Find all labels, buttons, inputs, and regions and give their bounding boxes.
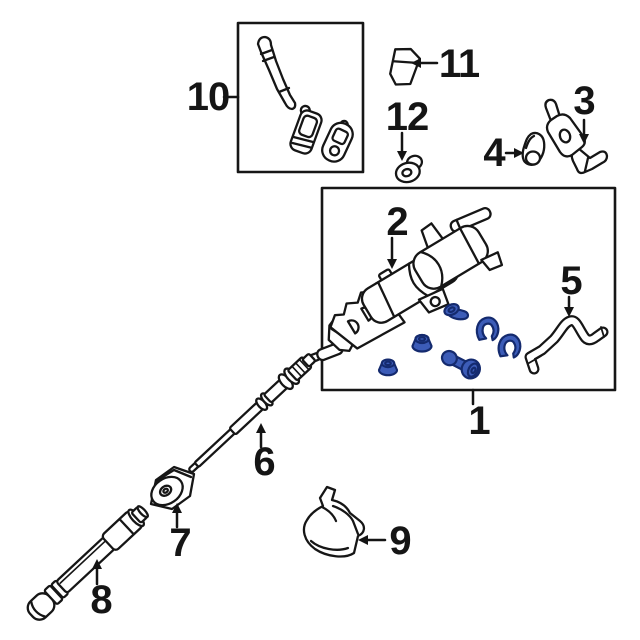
callout-3-arrow bbox=[579, 118, 589, 144]
part-7-coupling-drawing bbox=[149, 465, 196, 511]
fastener-clip-2 bbox=[497, 333, 522, 359]
callout-12-label: 12 bbox=[385, 95, 429, 139]
highlighted-fasteners bbox=[377, 303, 522, 380]
callout-4-arrow bbox=[504, 148, 524, 158]
part-8-shaft-drawing bbox=[26, 505, 149, 621]
fastener-spool-bolt bbox=[440, 349, 482, 380]
callout-8-arrow bbox=[92, 559, 102, 586]
callout-4-label: 4 bbox=[483, 131, 505, 175]
key-fob-drawing bbox=[289, 104, 323, 155]
fastener-nut-2 bbox=[377, 358, 399, 377]
callout-5-arrow bbox=[564, 295, 574, 317]
callout-7-label: 7 bbox=[169, 521, 191, 565]
callout-3-label: 3 bbox=[573, 79, 595, 123]
part-9-bracket-drawing bbox=[302, 485, 366, 558]
callout-2-label: 2 bbox=[386, 200, 408, 244]
fastener-nut-1 bbox=[411, 333, 433, 353]
callout-6-label: 6 bbox=[253, 440, 275, 484]
group-box-10 bbox=[236, 21, 365, 174]
callout-leaders bbox=[92, 58, 589, 586]
callout-12-arrow bbox=[397, 131, 407, 161]
part-11-clip-drawing bbox=[389, 47, 421, 86]
callout-7-arrow bbox=[172, 503, 182, 529]
callout-6-arrow bbox=[256, 423, 266, 449]
callout-11-arrow bbox=[411, 58, 439, 68]
part-5-bracket-drawing bbox=[524, 315, 609, 375]
fastener-screw bbox=[443, 303, 470, 321]
callout-8-label: 8 bbox=[90, 578, 112, 622]
callout-9-arrow bbox=[358, 535, 387, 545]
callout-1-label: 1 bbox=[468, 399, 490, 443]
callout-9-label: 9 bbox=[389, 519, 411, 563]
part-6-shaft-drawing bbox=[188, 353, 316, 473]
key-fob-cover-drawing bbox=[321, 119, 354, 163]
callout-10-label: 10 bbox=[186, 75, 230, 119]
part-2-steering-column-drawing bbox=[308, 206, 504, 363]
part-12-grommet-drawing bbox=[394, 154, 424, 184]
callout-2-arrow bbox=[387, 236, 397, 269]
fastener-clip-1 bbox=[475, 316, 500, 342]
callout-11-label: 11 bbox=[438, 42, 480, 86]
ignition-key-drawing bbox=[256, 35, 297, 111]
part-3-bracket-drawing bbox=[544, 98, 609, 175]
part-4-clip-drawing bbox=[521, 131, 546, 166]
callout-5-label: 5 bbox=[560, 259, 582, 303]
group-box-1 bbox=[308, 186, 617, 392]
